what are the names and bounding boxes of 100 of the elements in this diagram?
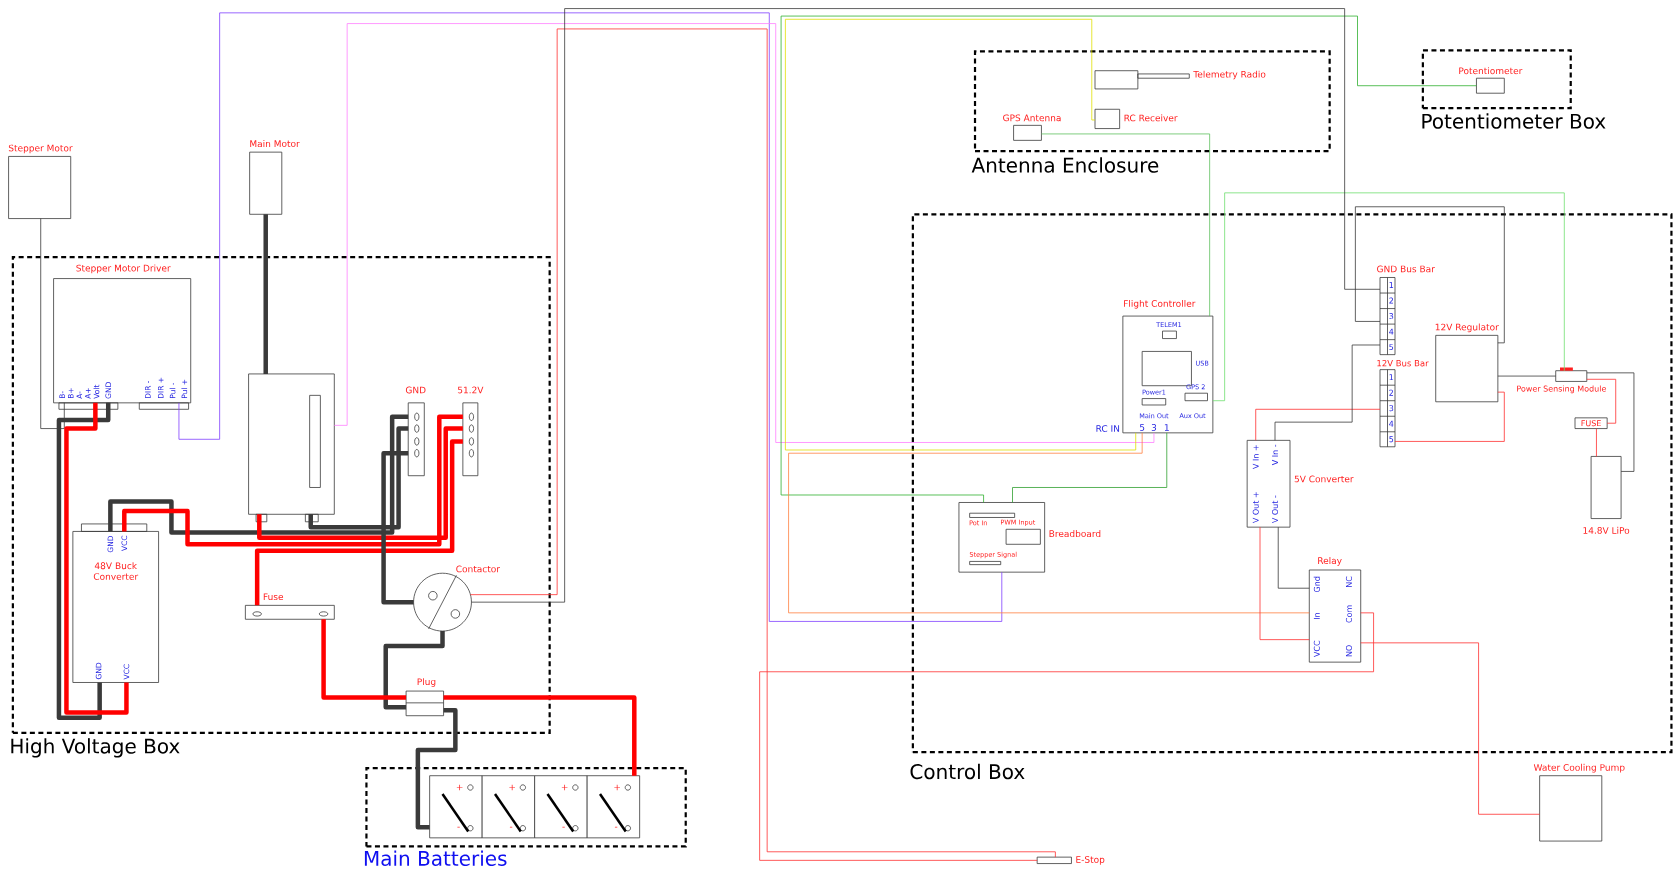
- node-label: Potentiometer Box: [1422, 113, 1606, 129]
- pin-label: NO: [1345, 645, 1352, 657]
- wire: [321, 619, 407, 700]
- motor-box: Main Motor: [249, 139, 300, 215]
- wire: [1259, 526, 1310, 640]
- wire: [470, 28, 1056, 858]
- fuse-box: FUSE: [1574, 417, 1608, 429]
- pin-label: In: [1313, 612, 1320, 619]
- wire: [1586, 378, 1617, 424]
- wire: [1354, 206, 1505, 343]
- pin-label: V In +: [1252, 445, 1259, 469]
- pin-label: 3: [1151, 423, 1157, 431]
- wire: [383, 630, 445, 710]
- pin-label: V In -: [1272, 444, 1278, 465]
- wire: [333, 22, 1155, 443]
- antenna-box: GPS Antenna: [1003, 114, 1061, 141]
- pin-label: 4: [1389, 420, 1394, 427]
- wire: [1586, 372, 1635, 472]
- wire: [443, 695, 637, 776]
- pin-label: 1: [1164, 424, 1169, 431]
- wire: [257, 426, 463, 540]
- pin-label: V Out +: [1252, 492, 1259, 523]
- node-label: Potentiometer: [1459, 66, 1523, 74]
- pin-label: -: [509, 826, 513, 828]
- wire: [1497, 375, 1557, 377]
- wire: [1277, 526, 1310, 589]
- wire: [40, 217, 65, 429]
- pin-label: 3: [1389, 404, 1394, 411]
- node-label: 14.8V LiPo: [1583, 526, 1630, 534]
- motor-box: Stepper Motor: [8, 144, 73, 219]
- sensor-module: Power Sensing Module: [1517, 367, 1606, 393]
- node-label: Plug: [417, 677, 436, 687]
- pin-label: -: [614, 826, 618, 828]
- pin-label: RC IN: [1096, 424, 1120, 432]
- pump-box: Water Cooling Pump: [1533, 763, 1625, 842]
- node-label: Main Batteries: [364, 850, 507, 866]
- fuse-holder: Fuse: [244, 593, 335, 620]
- pin-label: V Out -: [1272, 495, 1279, 523]
- wire: [108, 414, 409, 535]
- radio-module: Telemetry Radio: [1094, 70, 1266, 90]
- node-label: Main Motor: [250, 139, 300, 147]
- wire: [263, 214, 268, 374]
- pin-label: 2: [1389, 389, 1393, 396]
- pin-label: Gnd: [1313, 576, 1320, 592]
- wire: [784, 18, 1137, 451]
- pin-label: -: [562, 826, 565, 828]
- wire: [122, 414, 463, 547]
- wire: [64, 402, 129, 715]
- wire: [308, 426, 409, 530]
- node-label: Water Cooling Pump: [1533, 763, 1625, 773]
- pin-label: Com: [1345, 605, 1352, 623]
- node-label: E-Stop: [1076, 855, 1105, 865]
- pin-label: 1: [1389, 281, 1394, 288]
- wire: [415, 707, 458, 830]
- wire: [1041, 133, 1211, 317]
- wire: [381, 450, 414, 605]
- node-label: 51.2V: [457, 386, 484, 394]
- wire: [1274, 344, 1381, 441]
- potentiometer-box: Potentiometer: [1459, 67, 1523, 94]
- node-label: Stepper Motor: [8, 144, 73, 153]
- pin-label: 4: [1389, 328, 1394, 335]
- switch-box: E-Stop: [1036, 855, 1105, 865]
- wire: [1255, 408, 1381, 441]
- node-label: Telemetry Radio: [1193, 70, 1266, 80]
- pin-label: -: [457, 826, 460, 828]
- plug-connector: Plug: [405, 677, 444, 716]
- node-label: RC Receiver: [1124, 114, 1178, 122]
- node-label: GND: [405, 386, 426, 394]
- battery-box: 14.8V LiPo: [1583, 455, 1630, 534]
- node-label: Power Sensing Module: [1517, 385, 1606, 393]
- controller-box: [248, 373, 335, 522]
- wire: [780, 15, 1477, 503]
- wire: [759, 612, 1374, 861]
- pin-label: VCC: [1313, 640, 1320, 657]
- wire: [56, 402, 111, 720]
- pin-label: 5: [1389, 343, 1394, 350]
- node-label: High Voltage Box: [11, 737, 180, 758]
- pin-label: 2: [1389, 297, 1393, 304]
- pin-label: 5: [1389, 436, 1394, 442]
- wire: [178, 12, 1003, 622]
- wire: [788, 432, 1310, 613]
- wire: [1596, 427, 1597, 457]
- node-label: GPS Antenna: [1003, 114, 1061, 122]
- pin-label: 3: [1389, 312, 1394, 319]
- wire: [1394, 391, 1505, 442]
- node-label: Control Box: [910, 763, 1025, 779]
- regulator-box: 12V Regulator: [1435, 323, 1499, 402]
- wire: [1360, 642, 1541, 815]
- pin-label: 1: [1389, 374, 1394, 380]
- node-label: 12V Regulator: [1435, 323, 1499, 332]
- node-label: Fuse: [263, 593, 284, 600]
- wire: [1012, 432, 1168, 503]
- wire: [254, 438, 463, 606]
- pin-label: 5: [1140, 423, 1145, 431]
- terminal-block: GND: [405, 386, 426, 476]
- pin-label: NC: [1345, 576, 1352, 587]
- receiver-box: RC Receiver: [1094, 108, 1178, 129]
- node-label: Antenna Enclosure: [971, 157, 1159, 173]
- wire: [471, 7, 1381, 603]
- terminal-block: 51.2V: [457, 386, 484, 476]
